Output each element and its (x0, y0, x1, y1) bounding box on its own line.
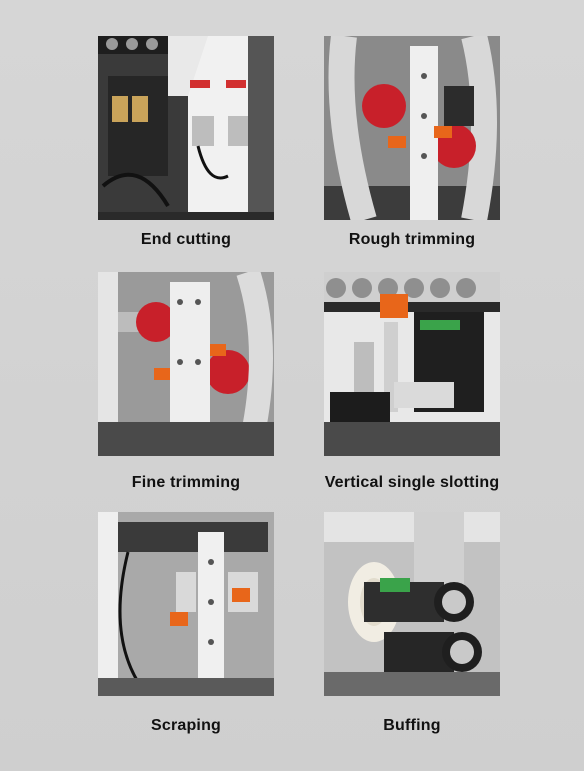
fine-trimming-photo (98, 272, 274, 456)
vertical-slotting-photo (324, 272, 500, 456)
caption-scraping: Scraping (150, 717, 222, 734)
rough-trimming-photo (324, 36, 500, 220)
buffing-photo (324, 512, 500, 696)
caption-vertical-single-slotting: Vertical single slotting (324, 474, 500, 491)
end-cutting-photo (98, 36, 274, 220)
caption-fine-trimming: Fine trimming (131, 474, 241, 491)
caption-buffing: Buffing (383, 717, 441, 734)
caption-rough-trimming: Rough trimming (348, 231, 476, 248)
scraping-photo (98, 512, 274, 696)
caption-end-cutting: End cutting (140, 231, 232, 248)
